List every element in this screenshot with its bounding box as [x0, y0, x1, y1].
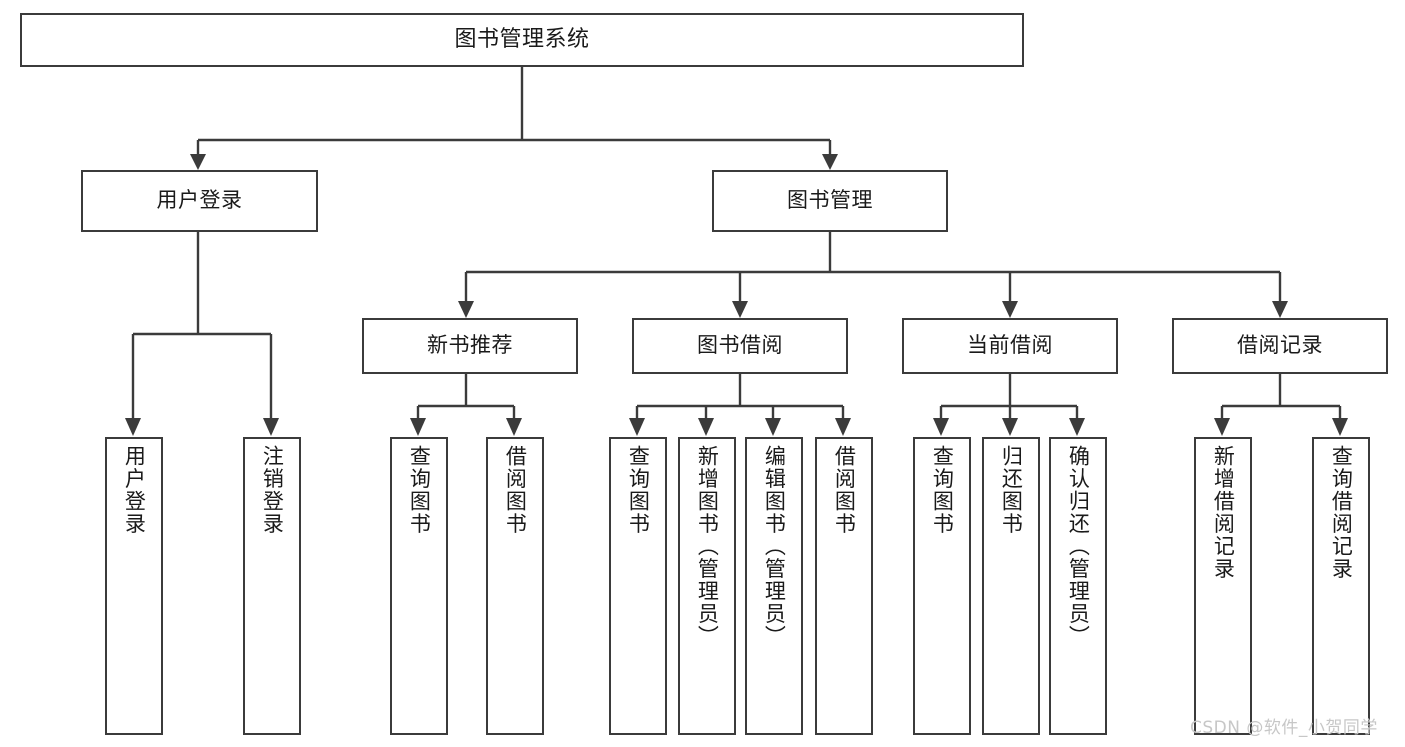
watermark: CSDN @软件_小贺同学 — [1190, 718, 1378, 738]
leaf-new-book-borrow-book[interactable]: 借阅图书 — [486, 437, 544, 735]
node-root-system[interactable]: 图书管理系统 — [20, 13, 1024, 67]
node-label: 借阅图书 — [503, 445, 528, 535]
node-label: 图书管理系统 — [454, 26, 590, 52]
node-label: 查询图书 — [626, 445, 651, 535]
node-label: 当前借阅 — [967, 333, 1053, 358]
leaf-book-borrow-add-book[interactable]: 新增图书（管理员） — [678, 437, 736, 735]
node-label: 归还图书 — [999, 445, 1024, 535]
node-new-book-recommend[interactable]: 新书推荐 — [362, 318, 578, 374]
leaf-user-login-login[interactable]: 用户登录 — [105, 437, 163, 735]
leaf-current-borrow-confirm-return[interactable]: 确认归还（管理员） — [1049, 437, 1107, 735]
node-book-borrow[interactable]: 图书借阅 — [632, 318, 848, 374]
leaf-user-login-logout[interactable]: 注销登录 — [243, 437, 301, 735]
node-label: 查询图书 — [930, 445, 955, 535]
leaf-book-borrow-borrow-book[interactable]: 借阅图书 — [815, 437, 873, 735]
node-label: 编辑图书（管理员） — [762, 445, 787, 648]
node-label: 查询借阅记录 — [1329, 445, 1354, 580]
node-borrow-record[interactable]: 借阅记录 — [1172, 318, 1388, 374]
leaf-current-borrow-return-book[interactable]: 归还图书 — [982, 437, 1040, 735]
leaf-borrow-record-add-record[interactable]: 新增借阅记录 — [1194, 437, 1252, 735]
node-label: 查询图书 — [407, 445, 432, 535]
node-label: 新书推荐 — [427, 333, 513, 358]
node-label: 借阅图书 — [832, 445, 857, 535]
node-label: 注销登录 — [260, 445, 285, 535]
node-label: 图书管理 — [787, 188, 873, 213]
leaf-book-borrow-query-book[interactable]: 查询图书 — [609, 437, 667, 735]
node-label: 新增借阅记录 — [1211, 445, 1236, 580]
leaf-current-borrow-query-book[interactable]: 查询图书 — [913, 437, 971, 735]
node-label: 借阅记录 — [1237, 333, 1323, 358]
node-current-borrow[interactable]: 当前借阅 — [902, 318, 1118, 374]
leaf-new-book-query-book[interactable]: 查询图书 — [390, 437, 448, 735]
node-label: 用户登录 — [122, 445, 147, 535]
node-label: 图书借阅 — [697, 333, 783, 358]
node-book-management[interactable]: 图书管理 — [712, 170, 948, 232]
leaf-book-borrow-edit-book[interactable]: 编辑图书（管理员） — [745, 437, 803, 735]
node-label: 新增图书（管理员） — [695, 445, 720, 648]
node-user-login[interactable]: 用户登录 — [81, 170, 318, 232]
node-label: 用户登录 — [156, 188, 243, 213]
node-label: 确认归还（管理员） — [1066, 445, 1091, 648]
leaf-borrow-record-query-record[interactable]: 查询借阅记录 — [1312, 437, 1370, 735]
